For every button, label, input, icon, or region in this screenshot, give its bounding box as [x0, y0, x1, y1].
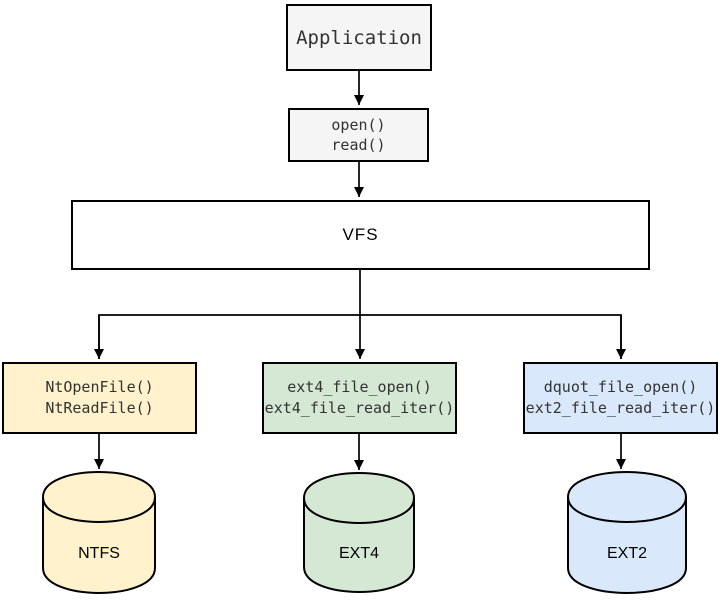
ext2-cylinder: [567, 471, 687, 594]
vfs-label: VFS: [342, 225, 379, 244]
ntfs-read-call: NtReadFile(): [45, 399, 154, 417]
ext4-calls-node: ext4_file_open() ext4_file_read_iter(): [262, 362, 457, 434]
ext2-cylinder-label: EXT2: [606, 545, 647, 562]
ext4-cylinder-label: EXT4: [338, 545, 379, 562]
ntfs-calls-node: NtOpenFile() NtReadFile(): [2, 362, 197, 434]
syscall-node: open() read(): [288, 108, 429, 162]
vfs-node: VFS: [71, 200, 650, 270]
ntfs-cylinder: [42, 471, 156, 594]
ext2-open-call: dquot_file_open(): [543, 378, 698, 396]
ext4-cylinder: [303, 472, 415, 593]
syscall-line-read: read(): [331, 136, 386, 154]
ntfs-open-call: NtOpenFile(): [45, 378, 154, 396]
ext2-read-call: ext2_file_read_iter(): [525, 399, 716, 417]
application-node: Application: [286, 4, 432, 71]
ext2-calls-node: dquot_file_open() ext2_file_read_iter(): [523, 362, 718, 434]
syscall-line-open: open(): [331, 116, 386, 134]
ext4-open-call: ext4_file_open(): [287, 378, 432, 396]
application-label: Application: [296, 26, 422, 49]
ext4-read-call: ext4_file_read_iter(): [264, 399, 455, 417]
ntfs-cylinder-label: NTFS: [78, 545, 120, 562]
